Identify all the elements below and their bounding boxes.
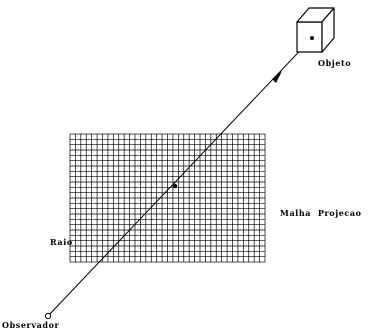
object-label: Objeto [318,58,351,68]
cube-side-face [321,7,335,53]
ray-arrowhead [272,71,282,83]
cube-front-face [296,21,323,53]
object-cube [296,7,335,53]
object-point [310,36,314,40]
projection-grid [69,133,266,263]
grid-label: Malha Projecao [280,208,362,218]
observer-point [44,312,52,320]
observer-label: Observador [2,320,60,330]
ray-label: Raio [50,237,73,247]
ray-line [47,37,313,317]
grid-intersection-point [172,183,178,189]
